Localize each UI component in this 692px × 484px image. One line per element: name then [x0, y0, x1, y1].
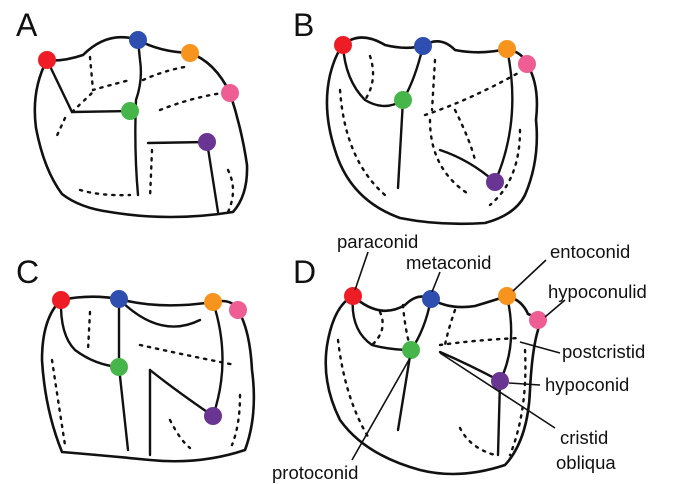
panel-a: A	[16, 7, 247, 217]
ridge-a-4	[207, 142, 218, 212]
label-postcristid: postcristid	[562, 341, 645, 362]
groove-a-7	[55, 118, 65, 140]
groove-a-6	[228, 170, 233, 212]
leader-cristid-obliqua	[440, 353, 555, 428]
groove-b-4	[455, 110, 475, 160]
panel-c: C	[16, 254, 254, 461]
groove-d-4	[440, 338, 520, 345]
groove-d-1	[372, 312, 383, 345]
leader-hypoconulid	[545, 300, 565, 317]
groove-d-3	[445, 310, 455, 345]
label-hypoconulid: hypoconulid	[548, 281, 647, 302]
groove-b-1	[365, 56, 373, 100]
ridge-c-3	[119, 367, 128, 450]
label-obliqua: obliqua	[556, 452, 616, 473]
label-paraconid: paraconid	[337, 231, 418, 252]
cusp-b-hypoconulid	[518, 55, 536, 73]
groove-d-6	[460, 428, 495, 455]
label-protoconid: protoconid	[272, 462, 358, 483]
cusp-a-paraconid	[38, 51, 56, 69]
groove-b-5	[430, 120, 470, 195]
ridge-c-5	[150, 370, 213, 416]
cusp-a-entoconid	[181, 44, 199, 62]
groove-d-7	[510, 350, 525, 455]
label-entoconid: entoconid	[550, 241, 630, 262]
cusp-c-metaconid	[110, 290, 128, 308]
cusp-d-paraconid	[344, 287, 362, 305]
cusp-c-paraconid	[52, 291, 70, 309]
groove-a-3	[143, 66, 190, 80]
groove-c-1	[88, 312, 90, 350]
ridge-b-4	[495, 49, 512, 182]
cusp-b-entoconid	[498, 40, 516, 58]
cusp-d-protoconid	[402, 341, 420, 359]
panel-b: B	[293, 7, 537, 224]
panel-letter-a: A	[16, 7, 38, 43]
label-cristid: cristid	[560, 427, 608, 448]
cusp-d-hypoconulid	[529, 311, 547, 329]
panel-d: D paraconid metaconid entoconid	[272, 231, 647, 483]
groove-a-8	[80, 190, 130, 195]
cusp-c-hypoconid	[204, 407, 222, 425]
groove-b-7	[490, 130, 520, 205]
cusp-b-protoconid	[394, 91, 412, 109]
groove-b-2	[432, 60, 435, 110]
cusp-c-protoconid	[110, 358, 128, 376]
panel-letter-c: C	[16, 254, 39, 290]
cusp-b-paraconid	[334, 36, 352, 54]
ridge-b-5	[440, 150, 495, 182]
ridge-c-7	[119, 299, 200, 327]
leader-entoconid	[513, 260, 546, 291]
groove-a-2	[72, 90, 95, 112]
cusp-c-entoconid	[204, 293, 222, 311]
ridge-c-1	[61, 300, 119, 367]
groove-c-4	[232, 395, 240, 445]
groove-c-5	[170, 420, 190, 448]
label-hypoconid: hypoconid	[545, 374, 629, 395]
cusp-a-protoconid	[121, 102, 139, 120]
leader-metaconid	[432, 272, 440, 292]
cusp-c-hypoconulid	[229, 301, 247, 319]
ridge-d-3	[398, 350, 411, 430]
groove-b-3	[425, 72, 520, 115]
groove-a-4	[160, 93, 222, 110]
ridge-c-4	[213, 302, 223, 416]
groove-a-1	[90, 57, 130, 90]
cusp-a-metaconid	[129, 31, 147, 49]
cusp-d-metaconid	[422, 290, 440, 308]
panel-letter-d: D	[293, 254, 316, 290]
panel-letter-b: B	[293, 7, 314, 43]
tooth-outline-b	[327, 38, 537, 224]
groove-c-2	[140, 345, 235, 365]
ridge-d-6	[440, 352, 500, 381]
groove-a-5	[150, 150, 152, 198]
leader-hypoconid	[509, 383, 540, 385]
label-metaconid: metaconid	[406, 252, 491, 273]
cusp-a-hypoconulid	[221, 84, 239, 102]
ridge-b-3	[398, 100, 403, 188]
ridge-a-1	[47, 60, 130, 112]
leader-paraconid	[355, 252, 368, 290]
cusp-b-metaconid	[414, 37, 432, 55]
cusp-b-hypoconid	[486, 173, 504, 191]
cusp-a-hypoconid	[198, 133, 216, 151]
